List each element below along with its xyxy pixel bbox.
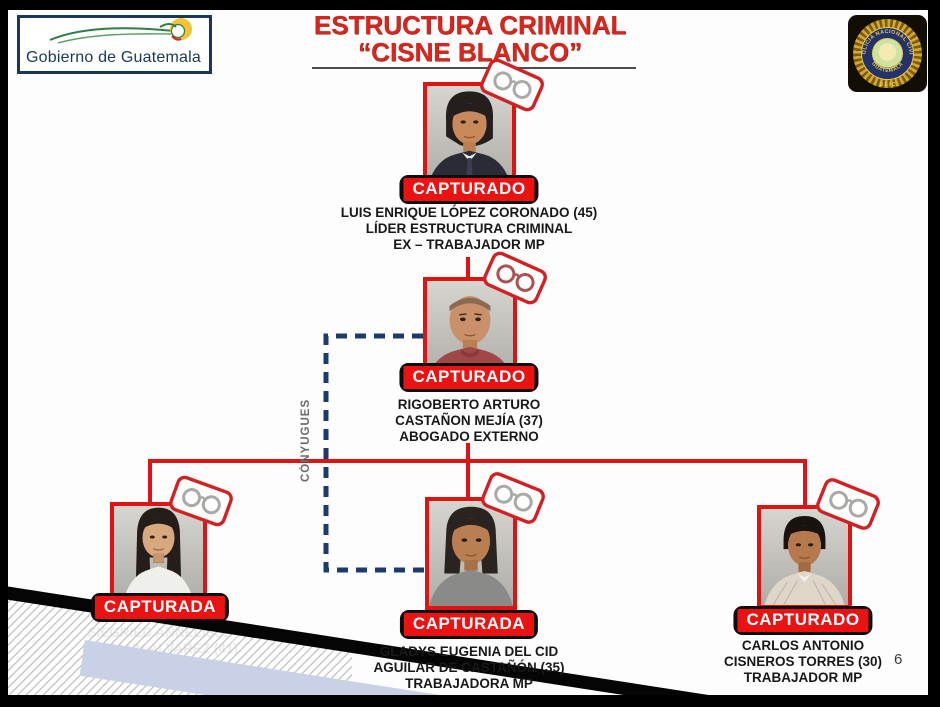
photo-lider bbox=[423, 58, 544, 189]
status-badge-label: CAPTURADO bbox=[737, 609, 869, 632]
person-role: LÍDER ESTRUCTURA CRIMINAL bbox=[365, 220, 573, 236]
slide-canvas: Gobierno de Guatemala ESTRUCTURA CRIMINA… bbox=[8, 10, 928, 695]
glasses-icon bbox=[483, 251, 547, 305]
portrait-abogado bbox=[427, 281, 513, 379]
page-number: 6 bbox=[894, 651, 903, 668]
photo-trabajadora-2 bbox=[425, 472, 545, 610]
svg-text:GUATEMALA: GUATEMALA bbox=[870, 61, 905, 74]
glasses-icon bbox=[169, 475, 233, 527]
glasses-icon bbox=[816, 478, 880, 530]
person-text-abogado: RIGOBERTO ARTURO CASTAÑON MEJÍA (37) ABO… bbox=[395, 397, 543, 444]
glasses-icon bbox=[480, 58, 544, 112]
status-badge-label: CAPTURADO bbox=[403, 366, 535, 389]
conyuges-dashed-connector bbox=[323, 333, 424, 573]
portrait-trabajadora-1 bbox=[114, 506, 203, 602]
gobierno-logo: Gobierno de Guatemala bbox=[17, 15, 212, 74]
connector-left-drop bbox=[148, 459, 152, 504]
glasses-icon bbox=[481, 472, 545, 524]
conyuges-label: CÓNYUGUES bbox=[300, 398, 312, 482]
connector-center-vertical bbox=[466, 443, 470, 499]
person-name: LUIS ENRIQUE LÓPEZ CORONADO (45) bbox=[340, 205, 598, 220]
person-name: CARLOS ANTONIO bbox=[741, 638, 865, 653]
pnc-badge-icon: POLICÍA NACIONAL CIVIL GUATEMALA D E I C bbox=[848, 15, 927, 92]
connector-horizontal bbox=[148, 459, 807, 463]
person-role: TRABAJADORA MP bbox=[405, 675, 533, 691]
seal-emblem bbox=[872, 38, 903, 69]
status-badge-trabajadora-2: CAPTURADA bbox=[399, 610, 539, 639]
status-badge-abogado: CAPTURADO bbox=[399, 363, 539, 392]
photo-trabajadora-1 bbox=[110, 475, 233, 606]
seal-text: POLICÍA NACIONAL CIVIL GUATEMALA D E I C bbox=[848, 15, 914, 88]
quetzal-logo-icon bbox=[49, 18, 192, 44]
person-text-trabajador-3: CARLOS ANTONIO CISNEROS TORRES (30) TRAB… bbox=[724, 638, 882, 685]
status-badge-lider: CAPTURADO bbox=[399, 175, 539, 204]
portrait-lider bbox=[427, 86, 512, 185]
slide-title: ESTRUCTURA CRIMINAL “CISNE BLANCO” bbox=[270, 12, 670, 66]
seal-ring-text-bottom: GUATEMALA bbox=[870, 61, 904, 74]
title-line-1: ESTRUCTURA CRIMINAL bbox=[313, 10, 627, 40]
connector-right-drop bbox=[803, 459, 807, 507]
person-name-2: AGUILAR DE CASTAÑÓN (35) bbox=[373, 659, 565, 675]
connector-top-vertical bbox=[466, 257, 470, 279]
person-text-lider: LUIS ENRIQUE LÓPEZ CORONADO (45) LÍDER E… bbox=[341, 205, 598, 252]
logo-text: Gobierno de Guatemala bbox=[26, 49, 201, 66]
portrait-trabajador-3 bbox=[761, 509, 848, 605]
title-line-2: “CISNE BLANCO” bbox=[358, 37, 582, 67]
seal-banner-text: D E I C bbox=[879, 82, 896, 88]
person-role-2: EX – TRABAJADOR MP bbox=[393, 236, 545, 252]
status-badge-trabajador-3: CAPTURADO bbox=[733, 606, 873, 635]
portrait-trabajadora-2 bbox=[429, 501, 513, 606]
status-badge-trabajadora-1: CAPTURADA bbox=[90, 593, 230, 622]
status-badge-label: CAPTURADA bbox=[403, 613, 535, 636]
person-name: RIGOBERTO ARTURO bbox=[397, 397, 541, 412]
person-role: TRABAJADOR MP bbox=[743, 669, 863, 685]
person-role: ABOGADO EXTERNO bbox=[399, 428, 539, 444]
person-name: GLADYS EUGENIA DEL CID bbox=[379, 644, 559, 659]
status-badge-label: CAPTURADO bbox=[403, 178, 535, 201]
person-name-2: CISNEROS TORRES (30) bbox=[723, 653, 883, 669]
title-underline bbox=[312, 67, 636, 69]
svg-text:POLICÍA NACIONAL CIVIL: POLICÍA NACIONAL CIVIL bbox=[848, 15, 914, 55]
seal-ring-text-top: POLICÍA NACIONAL CIVIL bbox=[848, 15, 913, 55]
status-badge-label: CAPTURADA bbox=[94, 596, 226, 619]
person-name-2: CASTAÑON MEJÍA (37) bbox=[395, 412, 543, 428]
person-text-trabajadora-2: GLADYS EUGENIA DEL CID AGUILAR DE CASTAÑ… bbox=[373, 644, 564, 691]
photo-trabajador-3 bbox=[757, 478, 880, 609]
